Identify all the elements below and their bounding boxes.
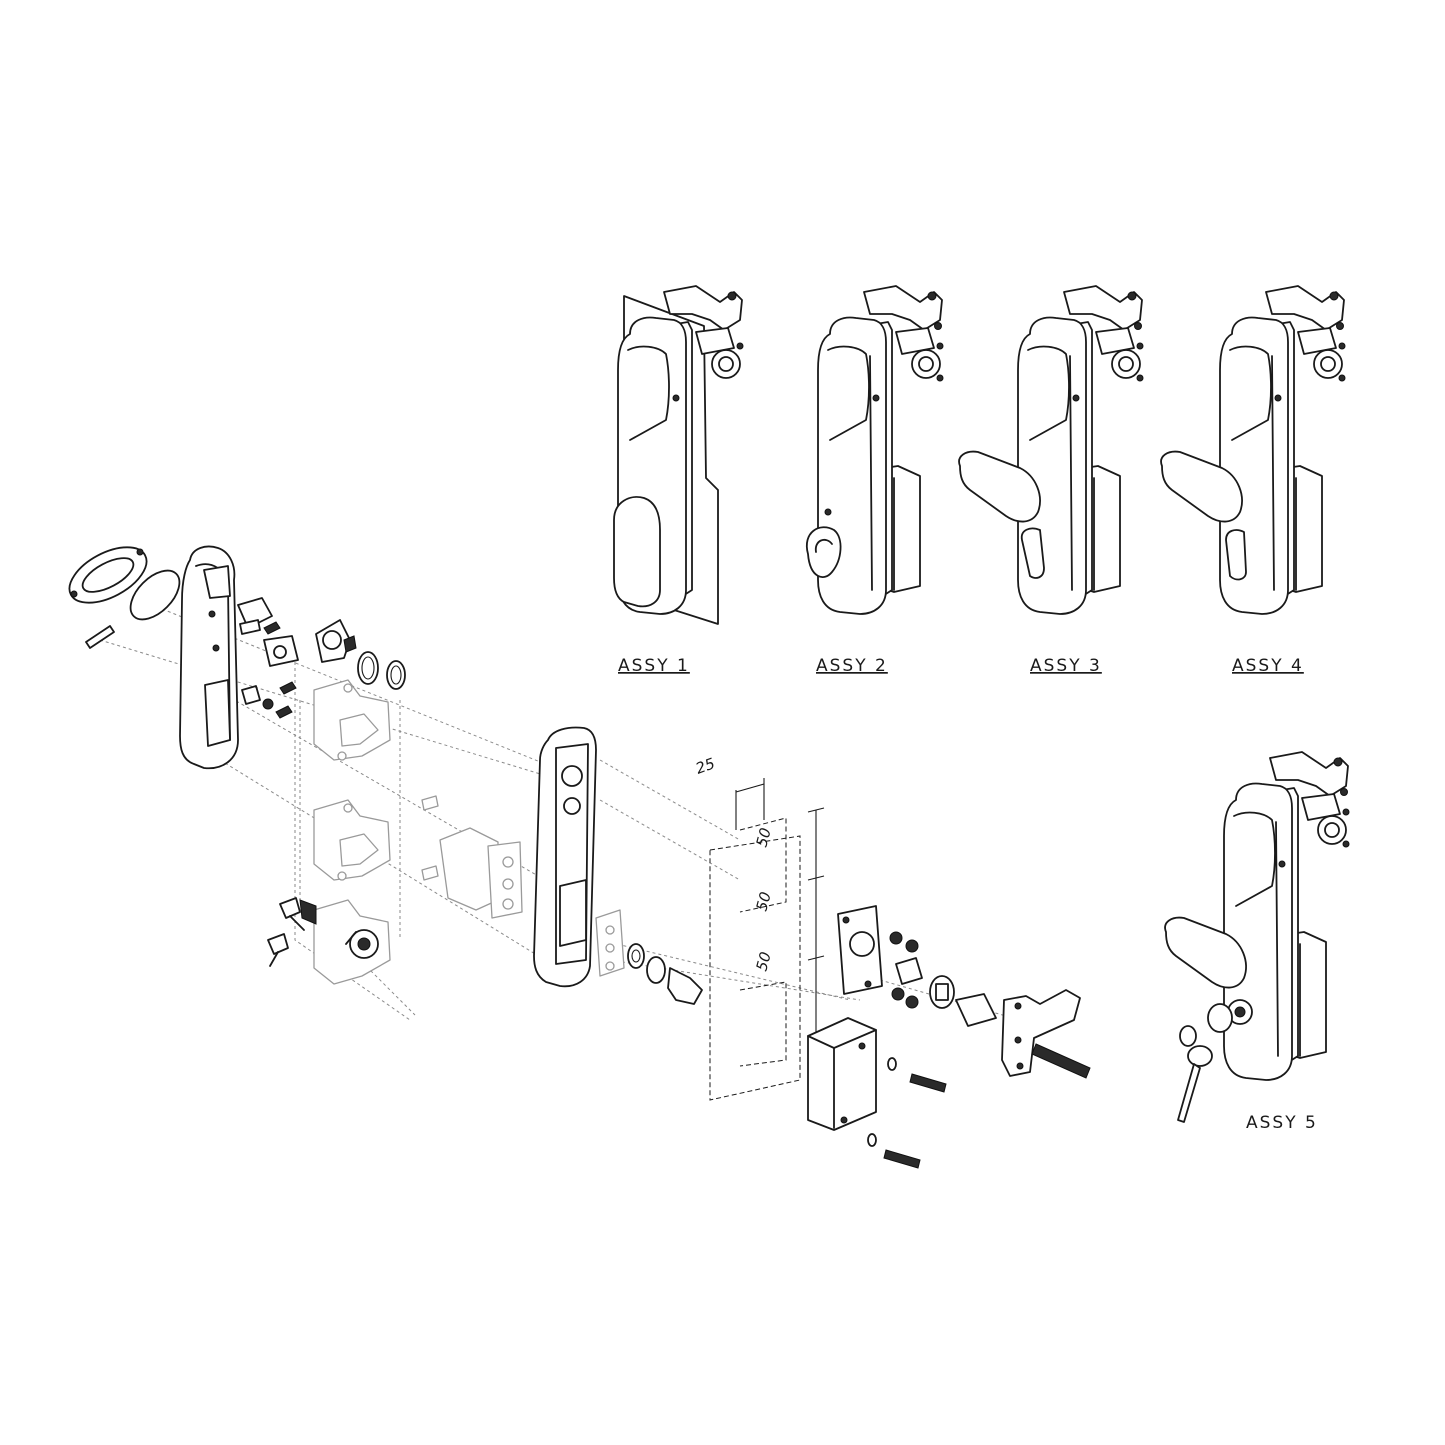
dim-height-3: 50 xyxy=(752,950,774,973)
panel-cutout: 25 50 50 50 xyxy=(693,754,825,1101)
latch-arm xyxy=(1001,989,1091,1079)
assy-2-label: ASSY 2 xyxy=(816,656,888,676)
assy-4-label: ASSY 4 xyxy=(1232,656,1304,676)
exploded-assembly: 25 50 50 50 xyxy=(68,545,1091,1169)
key-lock-module xyxy=(313,899,391,985)
o-rings xyxy=(357,651,406,690)
assy-5 xyxy=(1164,751,1350,1123)
assy-3 xyxy=(958,285,1144,615)
assy-1-label: ASSY 1 xyxy=(618,656,690,676)
assy-3-label: ASSY 3 xyxy=(1030,656,1102,676)
lock-module-ghost-1 xyxy=(313,679,391,761)
keys-icon xyxy=(1177,1003,1233,1123)
assy-4 xyxy=(1160,285,1346,615)
electrical-box xyxy=(807,1017,877,1131)
dim-height-2: 50 xyxy=(752,890,774,913)
box-screws xyxy=(867,1057,947,1169)
rear-hardware xyxy=(889,931,997,1027)
escutcheon-plate xyxy=(68,546,148,604)
mounting-bracket xyxy=(595,909,625,977)
pin xyxy=(85,625,115,649)
lock-cylinder-top xyxy=(315,619,357,663)
washers-bolt xyxy=(627,943,703,1005)
lock-module-ghost-2 xyxy=(313,799,391,881)
screws-ghost xyxy=(421,795,439,881)
assy-1 xyxy=(613,285,744,625)
keys-icon xyxy=(267,897,317,967)
latch-ghost xyxy=(439,827,523,919)
screws-set xyxy=(241,621,299,719)
gasket-oval xyxy=(129,569,181,621)
cam-plate xyxy=(837,905,883,995)
assy-2 xyxy=(805,285,944,615)
assy-5-label: ASSY 5 xyxy=(1246,1113,1318,1133)
base-plate xyxy=(533,726,597,988)
handle-exploded xyxy=(179,545,273,770)
dim-width: 25 xyxy=(693,754,717,777)
dim-height-1: 50 xyxy=(752,826,774,849)
